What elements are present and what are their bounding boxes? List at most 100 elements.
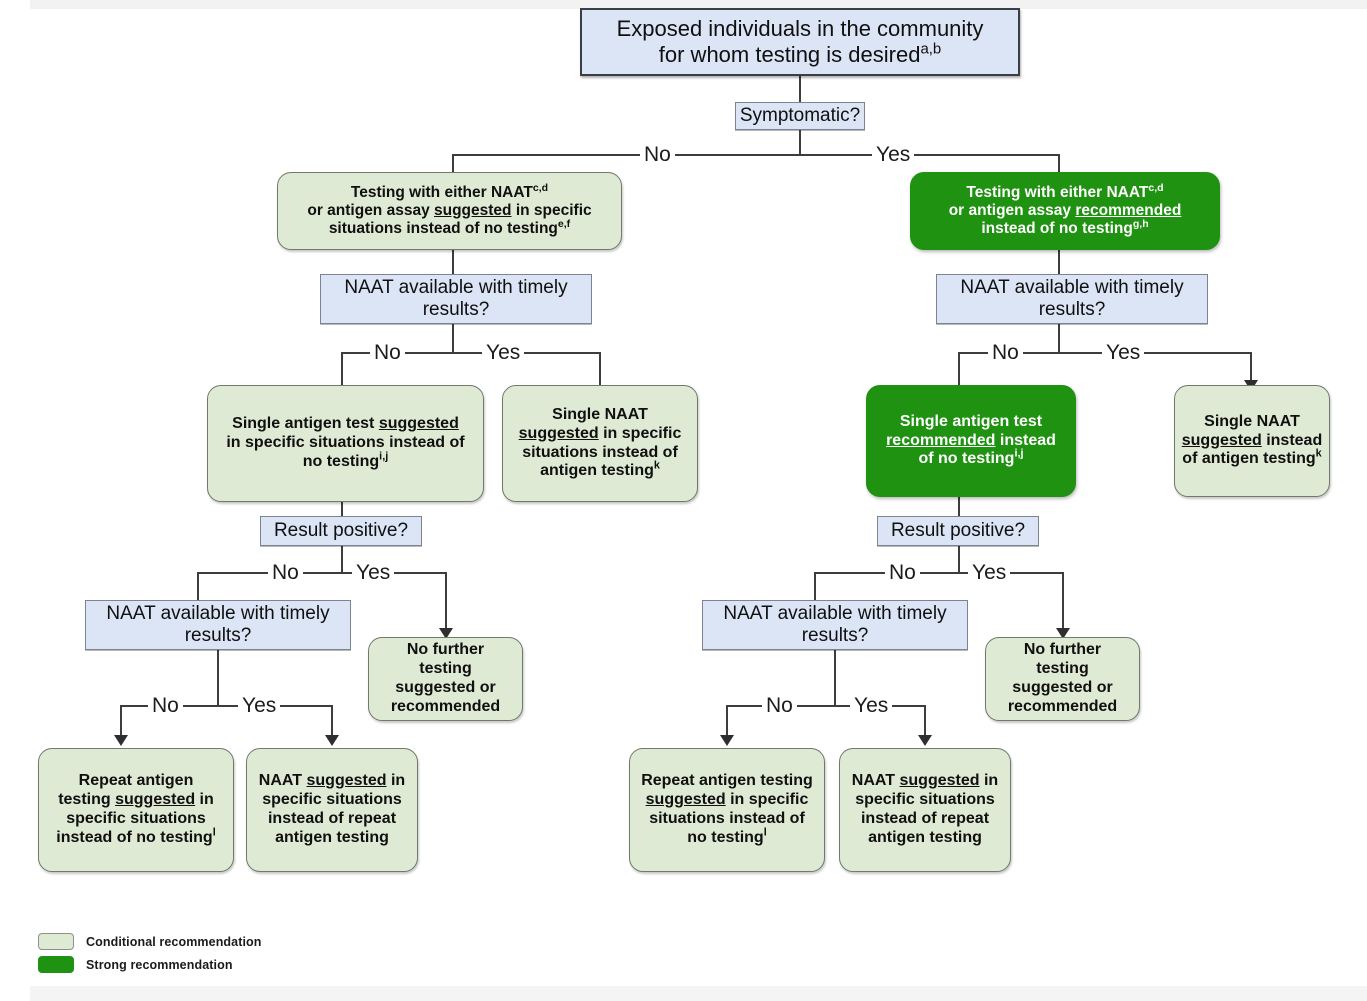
- node-left-testing-either-naat: Testing with either NAATc,d or antigen a…: [277, 172, 622, 250]
- arrow-left-result-yes: [439, 628, 453, 639]
- left-naat-l2: results?: [422, 299, 490, 320]
- edge-label-left-naat2-yes: Yes: [238, 695, 281, 716]
- left-naatrep-l3: instead of repeat: [267, 810, 397, 827]
- edge-right-result-no-drop: [814, 572, 816, 600]
- right-naatrep-l1b: in: [979, 772, 999, 790]
- left-repeat-sup4: l: [212, 826, 216, 839]
- right-naatbox-l1: Single NAAT: [1204, 412, 1300, 430]
- left-naat-l1: NAAT available with timely: [344, 276, 568, 298]
- left-repeat-l3: specific situations: [66, 810, 206, 827]
- right-antigen-sup3: i,j: [1014, 448, 1024, 461]
- edge-left-naat2-no-drop: [120, 705, 122, 737]
- right-naatrep-l1a: NAAT: [851, 772, 900, 790]
- legend-item-strong: Strong recommendation: [38, 956, 262, 973]
- left-nofurther-l1: No further: [406, 641, 485, 659]
- arrow-right-result-yes: [1056, 628, 1070, 639]
- node-left-no-further-testing: No further testing suggested or recommen…: [368, 637, 523, 721]
- left-antigen-l2: in specific situations instead of: [226, 434, 465, 452]
- edge-left-result-bus: [197, 572, 447, 574]
- left-naatrep-l4: antigen testing: [275, 828, 389, 846]
- right-antigen-l3: of no testing: [918, 450, 1015, 468]
- node-left-single-antigen-test: Single antigen test suggested in specifi…: [207, 385, 484, 502]
- right-naatbox-l2u: suggested: [1181, 431, 1262, 449]
- edge-left-result-stem: [341, 546, 343, 573]
- edge-left-result-yes-drop: [445, 572, 447, 630]
- edge-right-result-stem: [958, 546, 960, 573]
- right-result-label: Result positive?: [890, 519, 1026, 541]
- right-repeat-l2b: in specific: [725, 791, 809, 809]
- right-naatrep-l2: specific situations: [855, 791, 995, 809]
- edge-right-naat2-stem: [834, 650, 836, 706]
- edge-right-naat-stem: [1058, 324, 1060, 353]
- left-nofurther-l3: suggested or: [395, 679, 496, 696]
- node-left-result-positive: Result positive?: [260, 516, 422, 546]
- right-top-l3: instead of no testing: [981, 220, 1133, 238]
- edge-label-right-result-yes: Yes: [968, 562, 1011, 583]
- right-naatbox-l2b: instead: [1261, 431, 1323, 449]
- edge-right-result-bus: [814, 572, 1064, 574]
- edge-label-right-naat2-no: No: [762, 695, 797, 716]
- edge-right-naat2-no-drop: [726, 705, 728, 737]
- right-naat2-l1: NAAT available with timely: [723, 602, 947, 624]
- right-repeat-l2u: suggested: [645, 791, 726, 809]
- node-left-single-naat: Single NAAT suggested in specific situat…: [502, 385, 698, 502]
- edge-label-left-result-yes: Yes: [352, 562, 395, 583]
- legend-label-conditional: Conditional recommendation: [86, 934, 262, 949]
- right-antigen-l2b: instead: [995, 431, 1056, 449]
- legend-swatch-conditional: [38, 933, 74, 950]
- right-naat-l2: results?: [1038, 299, 1106, 320]
- right-naat-l1: NAAT available with timely: [960, 276, 1184, 298]
- legend-label-strong: Strong recommendation: [86, 957, 233, 972]
- edge-symptomatic-bus: [452, 154, 1060, 156]
- edge-label-left-result-no: No: [268, 562, 303, 583]
- left-antigen-l1a: Single antigen test: [232, 415, 379, 433]
- right-antigen-l2u: recommended: [886, 431, 996, 449]
- legend-swatch-strong: [38, 956, 74, 973]
- edge-left-naat2-bus: [120, 705, 333, 707]
- node-left-naat-available: NAAT available with timely results?: [320, 274, 592, 324]
- node-root-exposed-individuals: Exposed individuals in the community for…: [580, 8, 1020, 76]
- edge-left-result-no-drop: [197, 572, 199, 600]
- node-right-naat-available: NAAT available with timely results?: [936, 274, 1208, 324]
- right-top-l1: Testing with either NAAT: [966, 183, 1149, 201]
- node-right-repeat-antigen-testing: Repeat antigen testing suggested in spec…: [629, 748, 825, 872]
- edge-label-left-naat2-no: No: [148, 695, 183, 716]
- right-naatrep-l1u: suggested: [899, 772, 980, 790]
- right-nofurther-l2: testing: [1036, 660, 1089, 678]
- right-naat2-l2: results?: [801, 625, 869, 646]
- root-sup: a,b: [920, 40, 942, 58]
- arrow-right-naat2-no: [720, 735, 734, 746]
- edge-symptomatic-yes-drop: [1058, 154, 1060, 178]
- edge-label-right-result-no: No: [885, 562, 920, 583]
- left-top-l2u: suggested: [434, 201, 512, 219]
- edge-symptomatic-no-drop: [452, 154, 454, 178]
- edge-root-to-symptomatic: [799, 76, 801, 102]
- right-nofurther-l3: suggested or: [1012, 679, 1113, 696]
- left-top-l3: situations instead of no testing: [328, 220, 558, 238]
- legend-item-conditional: Conditional recommendation: [38, 933, 262, 950]
- edge-left-naat2-stem: [217, 650, 219, 706]
- right-top-sup1: c,d: [1148, 181, 1164, 194]
- left-result-label: Result positive?: [273, 519, 409, 541]
- edge-left-naat-stem: [452, 324, 454, 353]
- left-antigen-sup3: i,j: [379, 450, 389, 463]
- edge-label-right-naat-yes: Yes: [1102, 342, 1145, 363]
- left-naat2-l2: results?: [184, 625, 252, 646]
- root-line2: for whom testing is desired: [658, 42, 921, 67]
- right-top-sup3: g,h: [1132, 217, 1149, 230]
- symptomatic-label: Symptomatic?: [739, 104, 861, 126]
- right-naatrep-l3: instead of repeat: [860, 810, 990, 827]
- node-right-single-antigen-test: Single antigen test recommended instead …: [866, 385, 1076, 497]
- left-nofurther-l4: recommended: [390, 697, 501, 715]
- left-naatbox-l3: situations instead of: [522, 443, 678, 461]
- right-nofurther-l4: recommended: [1007, 697, 1118, 715]
- right-repeat-l4: no testing: [687, 828, 764, 846]
- edge-right-result-yes-drop: [1062, 572, 1064, 630]
- edge-left-naat2-yes-drop: [331, 705, 333, 737]
- left-naatbox-l2u: suggested: [518, 424, 599, 442]
- node-right-naat-instead-of-repeat: NAAT suggested in specific situations in…: [839, 748, 1011, 872]
- left-repeat-l2u: suggested: [115, 791, 196, 809]
- right-naatbox-sup3: k: [1315, 448, 1322, 461]
- node-left-repeat-antigen-testing: Repeat antigen testing suggested in spec…: [38, 748, 234, 872]
